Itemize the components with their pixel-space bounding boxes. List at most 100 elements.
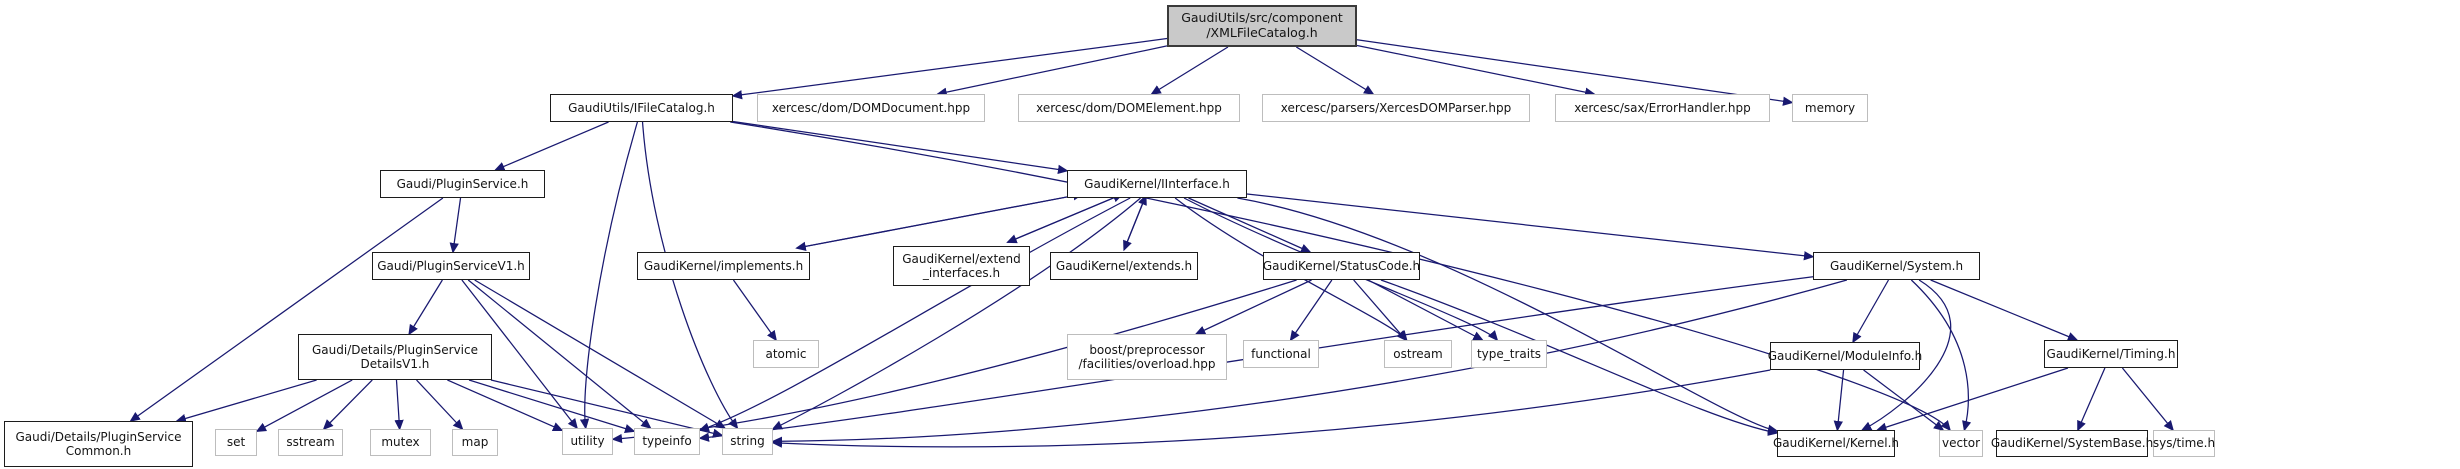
edge-system-to-vector bbox=[1910, 279, 1972, 432]
node-parser: xercesc/parsers/XercesDOMParser.hpp bbox=[1262, 94, 1530, 122]
edge-detailsv1-to-utility bbox=[447, 379, 564, 431]
node-label-system: GaudiKernel/System.h bbox=[1829, 258, 1964, 273]
node-label-ifc: GaudiUtils/IFileCatalog.h bbox=[568, 100, 715, 115]
node-label-kernel: GaudiKernel/Kernel.h bbox=[1772, 436, 1900, 451]
edge-detailsv1-to-typeinfo bbox=[468, 379, 636, 434]
edge-detailsv1-to-strng bbox=[490, 379, 724, 438]
node-label-xml: GaudiUtils/src/component /XMLFileCatalog… bbox=[1181, 10, 1343, 40]
edge-ifc-to-iintf bbox=[732, 120, 1069, 175]
edge-iintf-to-kernel bbox=[1237, 197, 1779, 434]
node-label-memory: memory bbox=[1804, 100, 1856, 115]
node-label-impl: GaudiKernel/implements.h bbox=[643, 258, 804, 273]
node-label-detailsv1: Gaudi/Details/PluginService DetailsV1.h bbox=[312, 342, 478, 371]
node-impl[interactable]: GaudiKernel/implements.h bbox=[637, 252, 810, 280]
node-atomic: atomic bbox=[753, 340, 819, 368]
node-memory: memory bbox=[1792, 94, 1868, 122]
node-set: set bbox=[215, 429, 257, 456]
edge-timing-to-kernel bbox=[1875, 367, 2069, 432]
node-utility: utility bbox=[562, 428, 613, 455]
edge-impl-to-atomic bbox=[732, 279, 777, 342]
edge-xml-to-ifc bbox=[731, 37, 1168, 100]
node-boost: boost/preprocessor /facilities/overload.… bbox=[1067, 334, 1227, 380]
node-label-errh: xercesc/sax/ErrorHandler.hpp bbox=[1574, 100, 1751, 115]
edge-plugv1-to-utility bbox=[461, 279, 578, 430]
node-common[interactable]: Gaudi/Details/PluginService Common.h bbox=[4, 421, 193, 467]
node-label-systime: sys/time.h bbox=[2152, 436, 2216, 451]
node-label-vector: vector bbox=[1941, 436, 1981, 451]
edge-plugsvc-to-plugv1 bbox=[449, 197, 462, 254]
edge-iintf-to-strng bbox=[771, 197, 1141, 430]
node-extends[interactable]: GaudiKernel/extends.h bbox=[1050, 252, 1198, 280]
edge-system-to-kernel bbox=[1860, 279, 1952, 431]
node-label-typetraits: type_traits bbox=[1476, 346, 1542, 361]
edge-ifc-to-plugsvc bbox=[494, 121, 609, 171]
node-ostream: ostream bbox=[1384, 340, 1452, 368]
edge-statuscode-to-kernel bbox=[1380, 279, 1779, 436]
edge-statuscode-to-functional bbox=[1289, 279, 1333, 342]
edge-ifc-to-strng bbox=[641, 121, 739, 430]
node-label-set: set bbox=[226, 435, 246, 450]
node-label-sysbase: GaudiKernel/SystemBase.h bbox=[1990, 436, 2154, 451]
edge-xml-to-errh bbox=[1356, 44, 1596, 97]
node-sysbase[interactable]: GaudiKernel/SystemBase.h bbox=[1991, 430, 2153, 457]
node-timing[interactable]: GaudiKernel/Timing.h bbox=[2044, 340, 2178, 368]
edge-detailsv1-to-sstream bbox=[322, 379, 373, 431]
edge-system-to-strng bbox=[771, 279, 1848, 447]
edge-xml-to-memory bbox=[1356, 39, 1794, 106]
node-label-timing: GaudiKernel/Timing.h bbox=[2046, 346, 2176, 361]
node-vector: vector bbox=[1939, 430, 1983, 457]
edge-iintf-to-typeinfo bbox=[698, 197, 1131, 432]
node-ifc[interactable]: GaudiUtils/IFileCatalog.h bbox=[550, 94, 733, 122]
edge-modinfo-to-vector bbox=[1863, 369, 1945, 431]
node-extintf[interactable]: GaudiKernel/extend _interfaces.h bbox=[893, 246, 1030, 286]
edge-extends-to-iintf bbox=[1123, 194, 1147, 250]
edge-modinfo-to-kernel bbox=[1833, 369, 1845, 432]
node-label-extends: GaudiKernel/extends.h bbox=[1055, 258, 1193, 273]
edge-plugv1-to-typeinfo bbox=[467, 279, 652, 430]
node-label-boost: boost/preprocessor /facilities/overload.… bbox=[1078, 342, 1216, 371]
node-detailsv1[interactable]: Gaudi/Details/PluginService DetailsV1.h bbox=[298, 334, 492, 380]
node-label-parser: xercesc/parsers/XercesDOMParser.hpp bbox=[1280, 100, 1512, 115]
edge-detailsv1-to-common bbox=[175, 379, 317, 423]
node-plugsvc[interactable]: Gaudi/PluginService.h bbox=[380, 170, 545, 198]
edge-modinfo-to-strng bbox=[771, 369, 1771, 448]
node-systime: sys/time.h bbox=[2153, 430, 2215, 457]
node-kernel[interactable]: GaudiKernel/Kernel.h bbox=[1773, 430, 1899, 457]
node-mutex: mutex bbox=[370, 429, 431, 456]
edge-statuscode-to-boost bbox=[1194, 279, 1312, 335]
node-label-atomic: atomic bbox=[765, 346, 807, 361]
edge-plugsvc-to-common bbox=[129, 197, 444, 422]
node-domel: xercesc/dom/DOMElement.hpp bbox=[1018, 94, 1240, 122]
edge-extintf-to-iintf bbox=[1007, 193, 1124, 243]
node-domdoc: xercesc/dom/DOMDocument.hpp bbox=[757, 94, 985, 122]
edge-system-to-timing bbox=[1930, 279, 2079, 341]
node-iintf[interactable]: GaudiKernel/IInterface.h bbox=[1067, 170, 1247, 198]
edge-detailsv1-to-map bbox=[416, 379, 464, 431]
node-system[interactable]: GaudiKernel/System.h bbox=[1813, 252, 1980, 280]
node-statuscode[interactable]: GaudiKernel/StatusCode.h bbox=[1263, 252, 1420, 280]
edge-xml-to-domel bbox=[1150, 46, 1229, 95]
node-map: map bbox=[452, 429, 498, 456]
edge-plugv1-to-detailsv1 bbox=[408, 279, 443, 336]
node-xml: GaudiUtils/src/component /XMLFileCatalog… bbox=[1167, 5, 1357, 47]
node-typeinfo: typeinfo bbox=[634, 428, 700, 455]
node-plugv1[interactable]: Gaudi/PluginServiceV1.h bbox=[372, 252, 530, 280]
node-typetraits: type_traits bbox=[1471, 340, 1547, 368]
node-label-map: map bbox=[461, 435, 489, 450]
node-label-extintf: GaudiKernel/extend _interfaces.h bbox=[902, 251, 1021, 280]
node-label-common: Gaudi/Details/PluginService Common.h bbox=[15, 429, 182, 458]
edge-xml-to-domdoc bbox=[936, 45, 1168, 97]
node-modinfo[interactable]: GaudiKernel/ModuleInfo.h bbox=[1767, 342, 1923, 370]
node-label-utility: utility bbox=[570, 434, 605, 449]
edge-iintf-to-ostream bbox=[1174, 197, 1408, 342]
node-label-domel: xercesc/dom/DOMElement.hpp bbox=[1036, 100, 1222, 115]
node-label-modinfo: GaudiKernel/ModuleInfo.h bbox=[1767, 348, 1923, 363]
node-label-strng: string bbox=[730, 434, 765, 449]
node-errh: xercesc/sax/ErrorHandler.hpp bbox=[1555, 94, 1770, 122]
edge-ifc-to-vector bbox=[730, 121, 1951, 432]
edge-plugv1-to-strng bbox=[474, 279, 727, 429]
node-label-sstream: sstream bbox=[286, 435, 335, 450]
edge-iintf-to-system bbox=[1246, 193, 1815, 261]
edge-iintf-to-statuscode bbox=[1188, 197, 1312, 253]
node-functional: functional bbox=[1243, 340, 1319, 368]
